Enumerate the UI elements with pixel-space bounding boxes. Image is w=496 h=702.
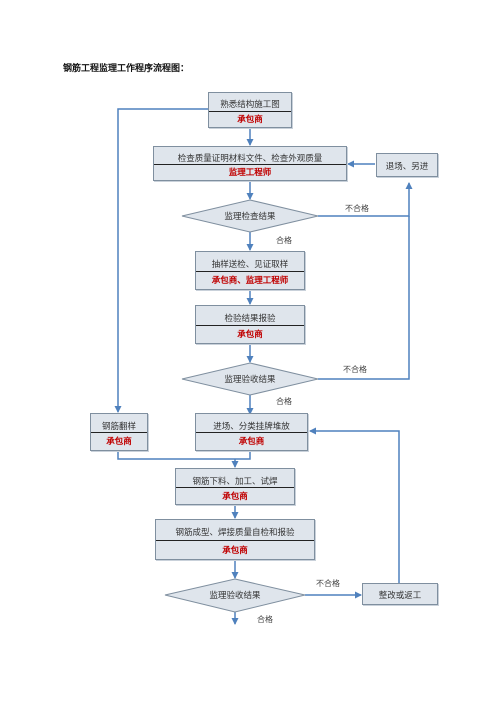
arrow-d2-fail [318, 216, 410, 380]
step-rectify-label: 整改或返工 [378, 591, 422, 601]
step-read-drawings-role: 承包商 [237, 115, 263, 125]
step-check-documents-label: 检查质量证明材料文件、检查外观质量 [177, 154, 323, 164]
label-d2-pass: 合格 [276, 397, 292, 406]
step-rebar-detailing-role: 承包商 [106, 437, 132, 447]
connector-merge [117, 451, 251, 460]
page-title: 钢筋工程监理工作程序流程图： [63, 64, 190, 74]
arrow-n1-side [114, 108, 208, 413]
step-read-drawings-label: 熟悉结构施工图 [220, 100, 280, 110]
step-sampling-role: 承包商、监理工程师 [211, 276, 289, 286]
step-sampling-label: 抽样送检、见证取样 [211, 260, 289, 270]
step-check-documents: 检查质量证明材料文件、检查外观质量 监理工程师 [153, 146, 347, 181]
arrow-rectify-n5 [309, 427, 400, 583]
step-reject-return-label: 退场、另进 [385, 162, 429, 172]
step-rebar-detailing-label: 钢筋翻样 [101, 422, 136, 432]
step-reject-return: 退场、另进 [376, 153, 438, 177]
decision-d3 [164, 578, 306, 613]
step-rebar-detailing: 钢筋翻样 承包商 [90, 413, 148, 451]
decision-d2 [181, 362, 319, 396]
step-site-storage: 进场、分类挂牌堆放 承包商 [195, 413, 308, 451]
label-d2-fail: 不合格 [343, 365, 367, 374]
label-d1-fail: 不合格 [345, 204, 369, 213]
step-check-documents-role: 监理工程师 [228, 168, 272, 178]
step-forming-welding-role: 承包商 [222, 546, 248, 556]
step-cutting-processing-role: 承包商 [222, 492, 248, 502]
step-sampling: 抽样送检、见证取样 承包商、监理工程师 [195, 251, 305, 290]
decision-d3-text: 监理验收结果 [209, 591, 261, 601]
step-rectify: 整改或返工 [362, 583, 438, 605]
decision-d1-text: 监理检查结果 [224, 212, 276, 222]
label-d3-fail: 不合格 [316, 579, 340, 588]
step-forming-welding-label: 钢筋成型、焊接质量自检和报验 [175, 528, 295, 538]
step-test-report: 检验结果报验 承包商 [195, 305, 305, 344]
step-cutting-processing-label: 钢筋下料、加工、试焊 [192, 477, 278, 487]
step-forming-welding: 钢筋成型、焊接质量自检和报验 承包商 [155, 519, 315, 560]
label-d1-pass: 合格 [276, 236, 292, 245]
step-test-report-label: 检验结果报验 [224, 314, 276, 324]
step-site-storage-label: 进场、分类挂牌堆放 [213, 422, 290, 432]
step-cutting-processing: 钢筋下料、加工、试焊 承包商 [175, 468, 295, 505]
label-d3-pass: 合格 [257, 615, 273, 624]
step-site-storage-role: 承包商 [238, 437, 265, 447]
decision-d2-text: 监理验收结果 [224, 375, 276, 385]
decision-d1 [181, 199, 319, 233]
step-test-report-role: 承包商 [237, 330, 263, 340]
step-read-drawings: 熟悉结构施工图 承包商 [208, 92, 292, 128]
